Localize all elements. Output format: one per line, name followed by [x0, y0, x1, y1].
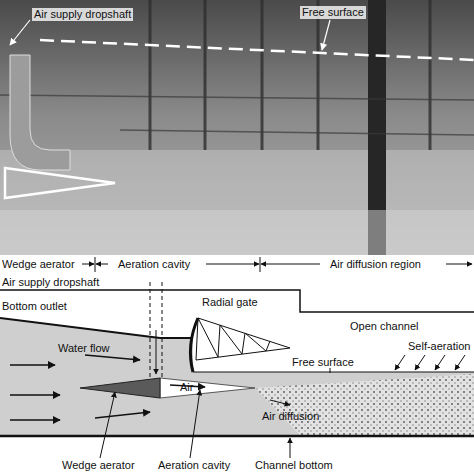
region-label: Wedge aerator — [2, 258, 75, 271]
region-strip — [0, 255, 474, 274]
part-label: Bottom outlet — [2, 300, 67, 313]
region-label: Air diffusion region — [330, 258, 421, 271]
flow-label: Water flow — [58, 342, 110, 355]
part-label: Radial gate — [202, 296, 258, 309]
region-label: Aeration cavity — [118, 258, 190, 271]
part-label: Open channel — [350, 320, 419, 333]
surface-label: Free surface — [292, 356, 354, 369]
part-label: Channel bottom — [255, 459, 333, 472]
photo — [0, 0, 474, 255]
callout-label: Self-aeration — [408, 340, 470, 353]
schematic — [0, 282, 474, 458]
callout-label: Air diffusion — [262, 410, 319, 423]
photo-label: Free surface — [300, 6, 366, 19]
photo-label: Air supply dropshaft — [32, 8, 133, 21]
part-label: Air supply dropshaft — [2, 276, 99, 289]
part-label: Aeration cavity — [158, 459, 230, 472]
part-label: Air — [180, 381, 193, 394]
part-label: Wedge aerator — [62, 459, 135, 472]
